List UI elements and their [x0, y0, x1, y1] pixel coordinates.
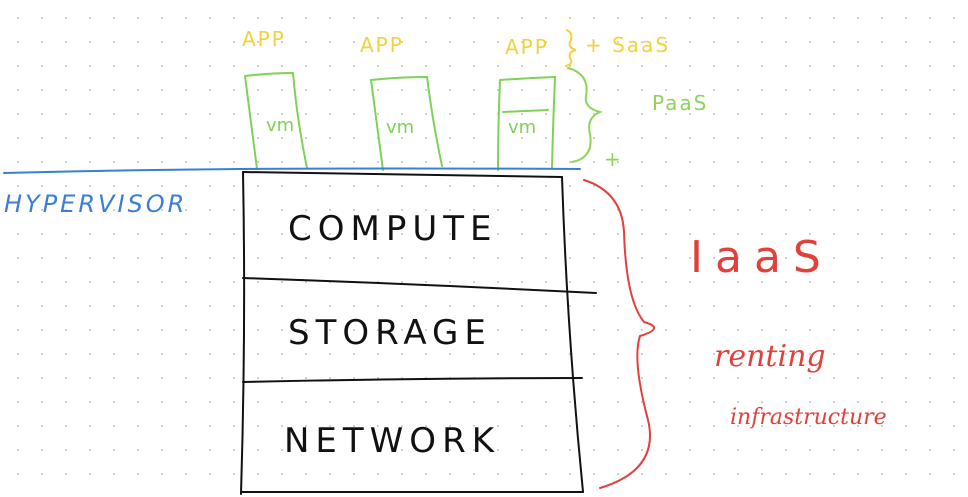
vm-inner-3 — [502, 109, 549, 113]
layer-label-network: NETWORK — [284, 421, 500, 461]
paas-label: PaaS — [652, 91, 708, 115]
stack-right — [561, 176, 584, 493]
divider-storage-network — [242, 377, 583, 383]
stack-left — [240, 171, 246, 495]
divider-compute-storage — [242, 277, 597, 294]
iaas-brace — [583, 179, 655, 489]
vm-box-1 — [244, 71, 308, 170]
layer-label-storage: STORAGE — [288, 313, 492, 353]
saas-label: + SaaS — [585, 33, 670, 57]
hypervisor-label: HYPERVISOR — [4, 190, 187, 218]
vm-box-3 — [497, 75, 557, 171]
iaas-note-line1: renting — [714, 339, 826, 374]
infrastructure-stack — [240, 171, 597, 495]
vm-label-1: vm — [266, 115, 294, 136]
hypervisor-line — [3, 167, 581, 174]
saas-brace — [565, 29, 577, 67]
stack-top — [242, 171, 563, 178]
app-label-1: APP — [242, 27, 286, 51]
vm-label-3: vm — [508, 117, 536, 138]
layer-label-compute: COMPUTE — [288, 209, 497, 249]
vm-box-2 — [370, 75, 443, 171]
paas-plus: + — [604, 147, 623, 171]
iaas-note-line2: infrastructure — [730, 405, 887, 430]
app-label-2: APP — [360, 33, 404, 57]
vm-group — [244, 71, 557, 171]
paas-brace — [567, 67, 604, 163]
iaas-label: IaaS — [690, 232, 833, 283]
app-label-3: APP — [505, 35, 549, 59]
vm-label-2: vm — [386, 117, 414, 138]
